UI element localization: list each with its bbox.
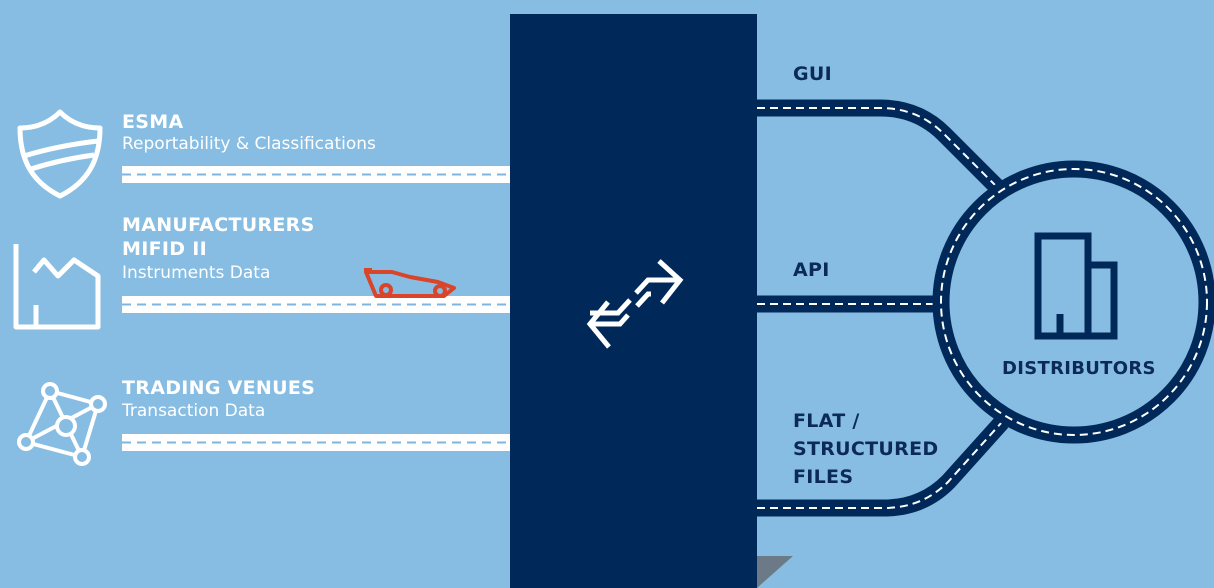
output-road-files — [757, 416, 1009, 517]
hub-shadow — [757, 556, 793, 588]
factory-icon — [13, 244, 101, 330]
channel-api-label: API — [793, 259, 830, 281]
input-road-manufacturers — [122, 296, 512, 313]
central-hub — [510, 14, 757, 588]
building-icon — [1034, 232, 1118, 340]
source-esma-subtitle: Reportability & Classifications — [122, 134, 376, 154]
source-trading-venues-title: TRADING VENUES — [122, 377, 316, 399]
source-manufacturers-title: MANUFACTURERS MIFID II — [122, 214, 315, 260]
exchange-arrows-icon — [586, 259, 684, 349]
shield-icon — [17, 109, 103, 199]
source-manufacturers-subtitle: Instruments Data — [122, 263, 271, 283]
channel-files-label: FLAT / STRUCTURED FILES — [793, 410, 939, 488]
source-trading-venues-subtitle: Transaction Data — [122, 401, 266, 421]
distributors-label: DISTRIBUTORS — [1002, 358, 1156, 379]
race-car-icon — [364, 268, 456, 298]
source-esma-title: ESMA — [122, 111, 184, 133]
network-icon — [17, 382, 107, 466]
output-road-gui — [757, 99, 1010, 200]
distributors-ring — [932, 160, 1214, 444]
channel-gui-label: GUI — [793, 63, 832, 85]
input-road-esma — [122, 166, 512, 183]
input-road-trading-venues — [122, 434, 512, 451]
